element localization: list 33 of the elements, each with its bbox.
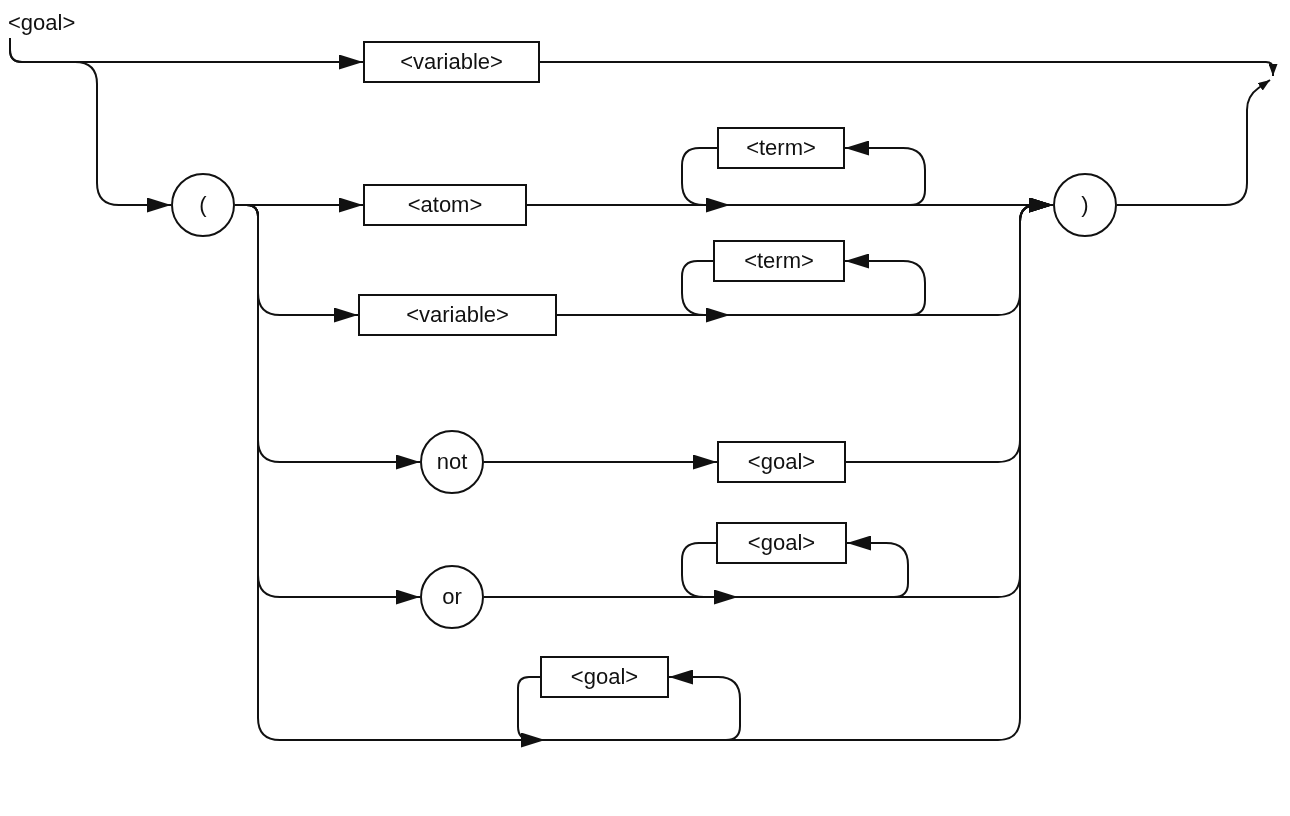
- node-label: <atom>: [407, 192, 483, 218]
- node-label: ): [1081, 192, 1089, 218]
- nonterminal-box: [358, 294, 557, 336]
- loop-arrow: [668, 669, 741, 741]
- node-label: or: [442, 584, 462, 610]
- nonterminal-box: [716, 522, 847, 564]
- loop-arrow: [844, 140, 926, 206]
- node-label: <variable>: [406, 302, 509, 328]
- node-label: <term>: [744, 248, 814, 274]
- terminal-circle: [420, 565, 484, 629]
- rule-name-text: <goal>: [8, 10, 76, 36]
- node-label: <goal>: [747, 449, 816, 475]
- node-label: <goal>: [570, 664, 639, 690]
- loop-arrow: [1116, 79, 1271, 206]
- node-label: <term>: [746, 135, 816, 161]
- nonterminal-box: [363, 41, 540, 83]
- loop-arrow: [844, 253, 926, 316]
- arrow: [9, 37, 172, 213]
- node-label: <goal>: [747, 530, 816, 556]
- terminal-circle: [1053, 173, 1117, 237]
- nonterminal-box: [717, 441, 846, 483]
- nonterminal-box: [717, 127, 845, 169]
- loop-arrow: [539, 61, 1278, 77]
- loop-arrow: [846, 535, 909, 598]
- terminal-circle: [171, 173, 235, 237]
- terminal-circle: [420, 430, 484, 494]
- nonterminal-box: [540, 656, 669, 698]
- node-label: not: [436, 449, 468, 475]
- nonterminal-box: [363, 184, 527, 226]
- arrow: [483, 454, 718, 470]
- node-label: <variable>: [400, 49, 503, 75]
- nonterminal-box: [713, 240, 845, 282]
- node-label: (: [199, 192, 207, 218]
